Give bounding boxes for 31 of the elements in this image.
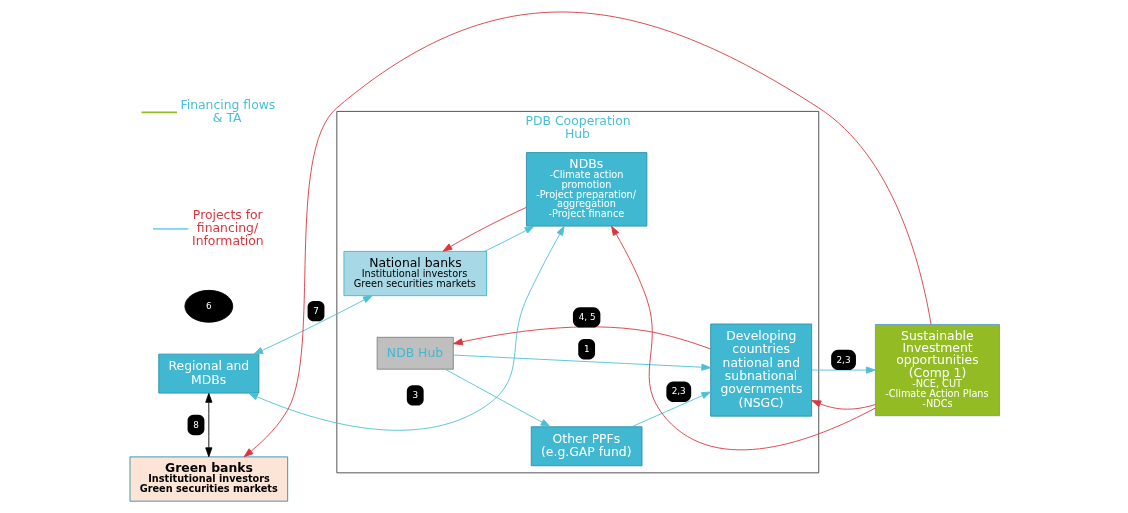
node-box: National banks Institutional investors Green securities markets [342,250,487,297]
edge-label: 2,3 [835,354,851,365]
arrow [247,225,565,431]
node-box: NDBs -Climate action promotion -Project preparation/ aggregation -Project finance [525,152,647,227]
legend-label: Projects for financing/ Information [191,206,264,249]
arrow [810,400,876,410]
edge-label: 3 [412,389,418,400]
arrow [810,366,876,374]
node-box: Developing countries national and subnational governments (NSGC) [709,323,812,417]
arrow [483,225,534,252]
arrow [243,11,931,458]
arrow [444,368,550,428]
arrow [610,225,876,451]
label: 6 [205,300,212,311]
arrow [452,354,711,371]
edge-label: 1 [583,343,590,354]
node-box: Sustainable Investment opportunities (Comp 1) -NCE, CUT -Climate Action Plans -NDCs [874,324,1000,417]
node-box: Other PPFs (e.g.GAP fund) [530,426,642,467]
node-box: Regional and MDBs [157,353,259,394]
legend-label: Financing flows & TA [179,96,275,126]
node-box: Green banks Institutional investors Green securities markets [129,456,288,502]
arrow [204,393,212,458]
node-box: NDB Hub [376,336,454,370]
edge-label: 8 [192,419,199,430]
edge-label: 7 [312,305,319,316]
arrow [442,206,527,252]
edge-label: 2,3 [671,386,686,397]
arrow [630,391,711,428]
arrow [452,326,711,350]
edge-label: 4, 5 [578,312,596,323]
arrow [252,295,373,355]
